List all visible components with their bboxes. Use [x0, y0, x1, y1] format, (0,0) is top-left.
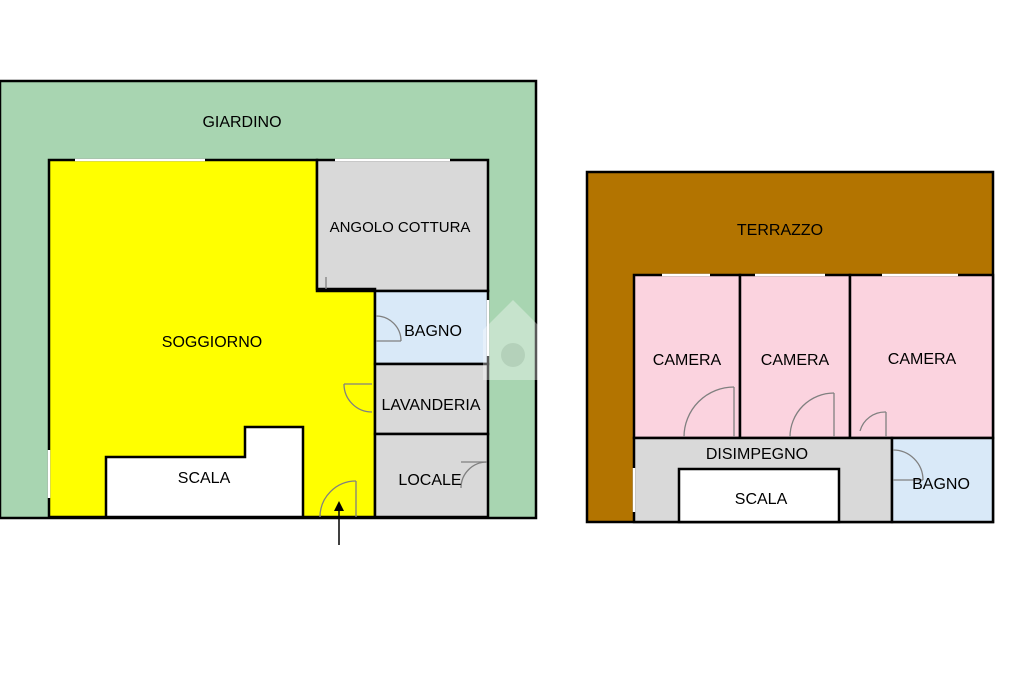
storage-room	[373, 432, 490, 519]
label-bathroom-upper: BAGNO	[912, 476, 970, 493]
label-bedroom-2: CAMERA	[761, 352, 830, 369]
upper-floor-plan: TERRAZZO CAMERA CAMERA CAMERA DISIMPEGNO…	[585, 170, 995, 524]
label-kitchen: ANGOLO COTTURA	[330, 219, 471, 236]
door-swings-upper	[683, 386, 924, 481]
window-marks	[47, 158, 490, 498]
watermark-logo	[483, 300, 543, 380]
window-marks-upper	[632, 273, 958, 512]
label-garden: GIARDINO	[202, 114, 281, 131]
label-storage: LOCALE	[398, 472, 461, 489]
label-stair-ground: SCALA	[178, 470, 231, 487]
stair-ground	[104, 425, 305, 519]
label-bathroom-ground: BAGNO	[404, 323, 462, 340]
bedroom-3	[848, 273, 995, 440]
door-swings-ground	[319, 277, 488, 518]
label-laundry: LAVANDERIA	[382, 397, 481, 414]
laundry-room	[373, 362, 490, 436]
stair-upper	[677, 467, 841, 524]
label-bedroom-3: CAMERA	[888, 351, 957, 368]
label-terrace: TERRAZZO	[737, 222, 823, 239]
ground-floor-plan: GIARDINO SOGGIORNO ANGOLO COTTURA BAGNO …	[0, 79, 538, 545]
label-hallway: DISIMPEGNO	[706, 446, 808, 463]
label-living: SOGGIORNO	[162, 334, 262, 351]
label-bedroom-1: CAMERA	[653, 352, 722, 369]
label-stair-upper: SCALA	[735, 491, 788, 508]
entrance-arrow-icon	[334, 501, 344, 545]
